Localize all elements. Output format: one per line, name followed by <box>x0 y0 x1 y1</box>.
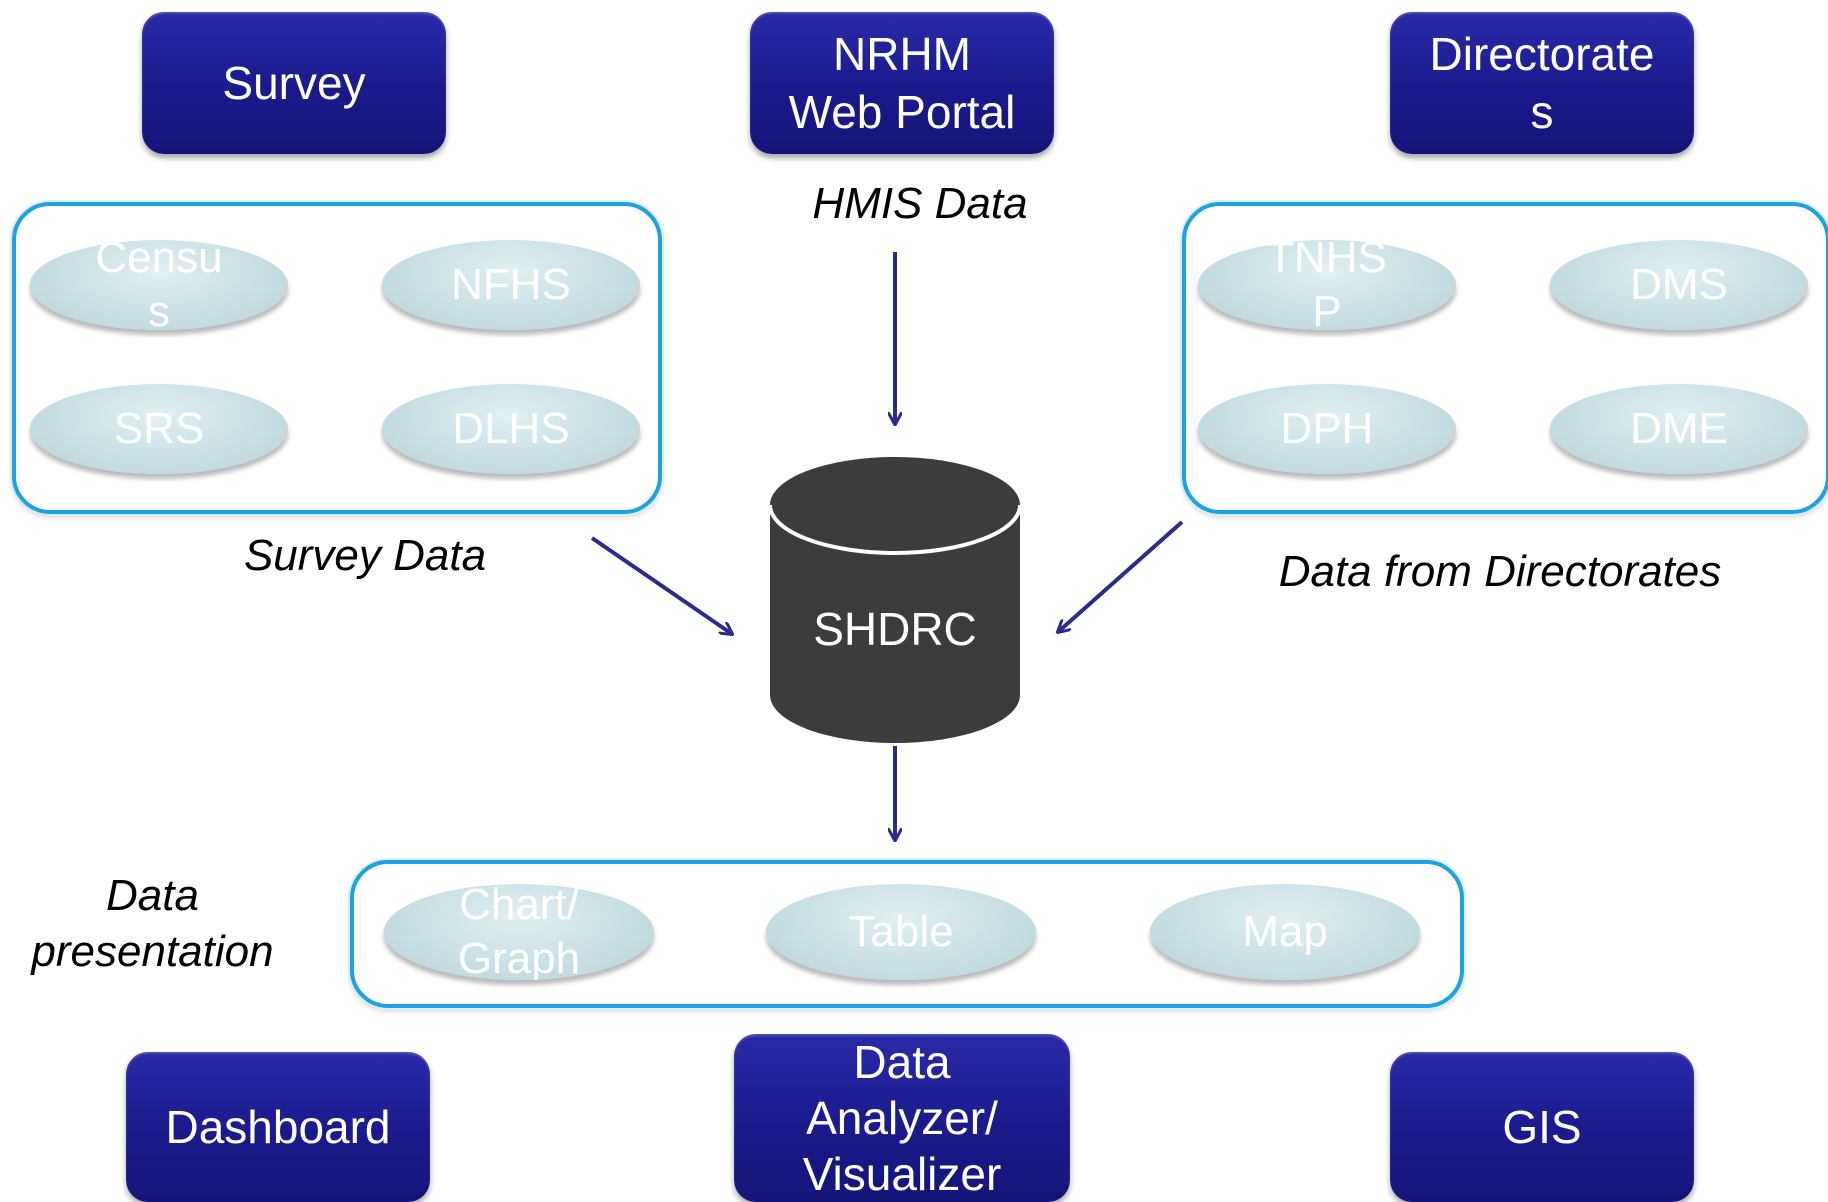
survey-source-box: Survey <box>142 12 446 154</box>
dashboard-box: Dashboard <box>126 1052 430 1202</box>
directorate-item-dme: DME <box>1550 384 1808 474</box>
presentation-item-table: Table <box>766 884 1036 980</box>
directorate-item-dph-label: DPH <box>1280 404 1374 453</box>
nrhm-portal-label: NRHM Web Portal <box>788 28 1016 138</box>
presentation-item-chart-label: Chart/ Graph <box>457 884 581 980</box>
presentation-item-map: Map <box>1150 884 1420 980</box>
shdrc-database-icon <box>768 457 1022 743</box>
shdrc-label: SHDRC <box>813 603 977 655</box>
arrow-survey-to-shdrc <box>590 536 732 634</box>
presentation-item-chart: Chart/ Graph <box>384 884 654 980</box>
directorates-source-box: Directorate s <box>1390 12 1694 154</box>
survey-source-label: Survey <box>222 57 366 109</box>
survey-item-dlhs-label: DLHS <box>452 404 570 453</box>
directorate-item-dph: DPH <box>1198 384 1456 474</box>
dashboard-label: Dashboard <box>165 1101 391 1153</box>
gis-box: GIS <box>1390 1052 1694 1202</box>
data-analyzer-label: Data Analyzer/ Visualizer <box>802 1036 1002 1200</box>
survey-item-census: Censu s <box>30 240 288 330</box>
arrow-directorates-to-shdrc <box>1058 520 1184 632</box>
survey-item-nfhs: NFHS <box>382 240 640 330</box>
directorate-data-label: Data from Directorates <box>1278 547 1722 596</box>
survey-item-srs: SRS <box>30 384 288 474</box>
presentation-item-table-label: Table <box>848 907 954 956</box>
directorate-item-dme-label: DME <box>1630 404 1728 453</box>
presentation-item-map-label: Map <box>1242 907 1328 956</box>
data-presentation-label: Data presentation <box>31 871 274 976</box>
directorate-item-dms: DMS <box>1550 240 1808 330</box>
survey-data-label: Survey Data <box>243 531 487 580</box>
directorates-source-label: Directorate s <box>1429 28 1655 138</box>
survey-item-census-label: Censu s <box>95 240 223 330</box>
hmis-data-label: HMIS Data <box>812 179 1028 228</box>
gis-label: GIS <box>1502 1101 1582 1153</box>
data-analyzer-box: Data Analyzer/ Visualizer <box>734 1034 1070 1202</box>
survey-item-nfhs-label: NFHS <box>451 260 571 309</box>
directorate-item-tnhsp-label: TNHS P <box>1267 240 1387 330</box>
directorate-item-tnhsp: TNHS P <box>1198 240 1456 330</box>
survey-item-srs-label: SRS <box>113 404 205 453</box>
nrhm-portal-box: NRHM Web Portal <box>750 12 1054 154</box>
survey-item-dlhs: DLHS <box>382 384 640 474</box>
directorate-item-dms-label: DMS <box>1630 260 1728 309</box>
